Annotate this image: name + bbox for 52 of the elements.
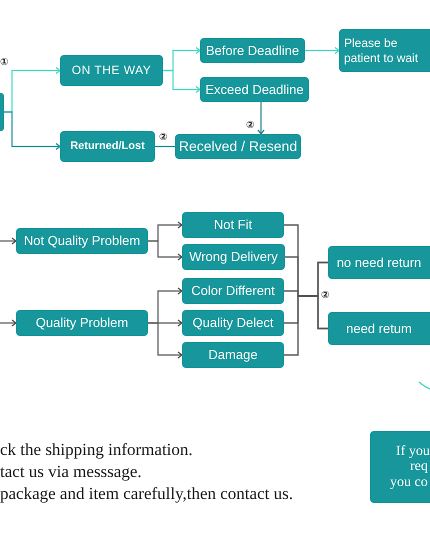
arrow	[0, 319, 17, 327]
box-label: Quality Delect	[192, 315, 274, 331]
instruction-text: ck the shipping information.	[0, 441, 193, 460]
arrow	[257, 102, 265, 135]
connector-line	[284, 295, 328, 356]
process-box	[60, 55, 163, 86]
process-box	[60, 131, 155, 162]
box-label: Not Quality Problem	[24, 233, 140, 249]
connector-line	[155, 146, 175, 148]
process-box	[182, 244, 285, 270]
instruction-text: tact us via messsage.	[0, 463, 142, 482]
process-box	[175, 134, 301, 159]
box-label: If you	[396, 444, 430, 460]
box-label: Damage	[208, 347, 258, 363]
arrow	[148, 240, 183, 261]
box-label: need retum	[346, 320, 412, 336]
process-box	[16, 310, 148, 336]
process-box	[0, 93, 4, 131]
box-label: Not Fit	[214, 217, 252, 233]
process-box	[182, 212, 284, 238]
process-box	[182, 278, 284, 304]
arrow	[148, 322, 183, 359]
step-number: ②	[321, 290, 330, 301]
box-label: no need return	[336, 254, 422, 270]
box-label: Please be patient to wait	[344, 36, 420, 65]
box-label: Wrong Delivery	[189, 249, 278, 265]
box-label: Returned/Lost	[70, 140, 145, 154]
box-label: req	[410, 459, 428, 475]
instruction-text: package and item carefully,then contact us.	[0, 485, 293, 504]
edge-label: ②	[159, 132, 168, 143]
arrow	[305, 46, 340, 54]
process-box	[328, 312, 430, 345]
box-label: Before Deadline	[206, 42, 300, 58]
edge-label: ②	[246, 120, 254, 131]
step-number: ①	[0, 57, 8, 68]
box-label: ON THE WAY	[72, 63, 152, 78]
box-label: Quality Problem	[36, 315, 128, 331]
process-box	[200, 38, 305, 63]
box-label: Recelved / Resend	[178, 138, 298, 155]
process-box	[182, 342, 284, 368]
process-box	[339, 29, 430, 72]
process-box	[16, 228, 148, 254]
process-box	[182, 310, 284, 336]
arrow	[0, 237, 17, 245]
arrow	[4, 111, 61, 150]
process-box	[200, 77, 309, 102]
box-label: Color Different	[191, 283, 275, 299]
box-label: Exceed Deadline	[205, 82, 304, 98]
note-box	[370, 431, 430, 503]
box-label: you co	[390, 474, 428, 490]
arrow	[163, 70, 201, 94]
process-box	[328, 246, 430, 279]
